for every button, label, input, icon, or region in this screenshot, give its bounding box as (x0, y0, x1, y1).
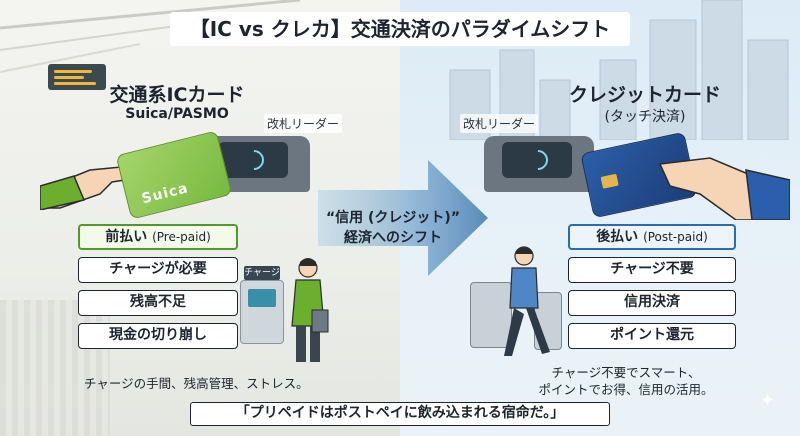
ticket-gate-1 (470, 282, 512, 348)
points-reward-pill: ポイント還元 (568, 323, 736, 349)
nfc-wave-icon (523, 145, 553, 175)
nfc-wave-icon (239, 145, 269, 175)
platform (0, 300, 110, 436)
shift-label-line2: 経済へのシフト (344, 230, 442, 246)
postpaid-pill: 後払い (Post-paid) (568, 224, 736, 250)
card-chip (600, 173, 619, 189)
credit-reader-label: 改札リーダー (460, 114, 539, 133)
ic-reader-label: 改札リーダー (264, 114, 343, 133)
hand-holding-suica (40, 165, 140, 210)
smart-commuter (504, 246, 550, 356)
ic-caption: チャージの手間、残高管理、ストレス。 (84, 376, 309, 391)
ic-card-heading: 交通系ICカード (109, 84, 245, 106)
shift-arrow (318, 160, 488, 276)
charge-required-pill: チャージが必要 (78, 257, 238, 283)
suica-card-text: Suica (140, 180, 191, 208)
sparkle-icon: ✦ (760, 390, 776, 411)
credit-card-heading: クレジットカード (568, 84, 721, 106)
hand-holding-credit-card (658, 157, 790, 220)
credit-caption-line1: チャージ不要でスマート、 (551, 365, 701, 380)
charge-machine-sign: チャージ (244, 266, 280, 280)
stressed-commuter (291, 258, 329, 362)
page-title: 【IC vs クレカ】交通決済のパラダイムシフト (170, 12, 630, 46)
conclusion-quote: 「プリペイドはポストペイに飲み込まれる宿命だ。」 (190, 402, 610, 426)
low-balance-pill: 残高不足 (78, 290, 238, 316)
credit-caption-line2: ポイントでお得、信用の活用。 (538, 382, 714, 397)
credit-card-reader (484, 136, 594, 192)
credit-card-subheading: (タッチ決済) (604, 109, 686, 125)
ic-card-subheading: Suica/PASMO (125, 106, 229, 122)
city-skyline (449, 0, 789, 140)
shift-label-line1: “信用 (クレジット)” (325, 210, 461, 226)
prepaid-pill: 前払い (Pre-paid) (78, 224, 238, 250)
charge-machine (240, 280, 284, 344)
cash-withdrawal-pill: 現金の切り崩し (78, 323, 238, 349)
credit-payment-pill: 信用決済 (568, 290, 736, 316)
departure-board (48, 64, 106, 90)
no-charge-pill: チャージ不要 (568, 257, 736, 283)
